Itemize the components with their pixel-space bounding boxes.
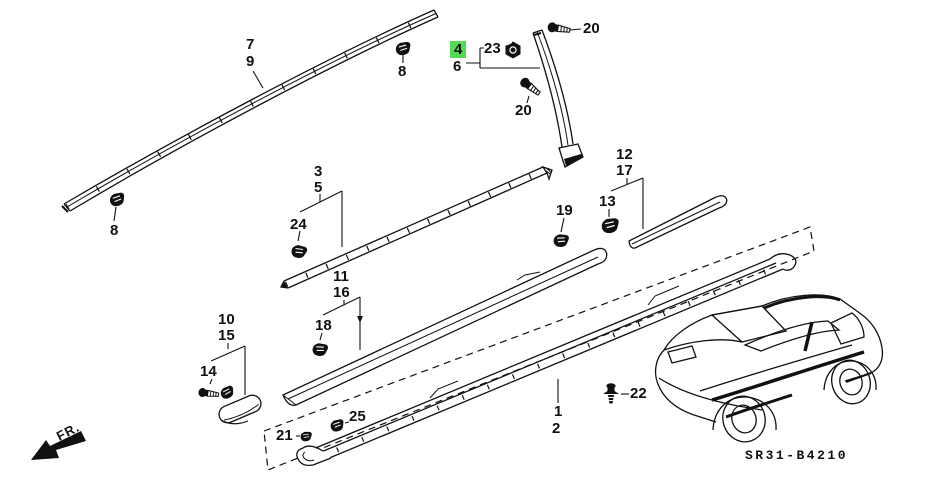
screw-14-icon[interactable] bbox=[197, 384, 237, 401]
part-label-2[interactable]: 2 bbox=[552, 420, 561, 437]
sill-garnish-drawing[interactable] bbox=[296, 253, 797, 467]
part-label-13[interactable]: 13 bbox=[599, 193, 616, 210]
part-label-23[interactable]: 23 bbox=[484, 40, 501, 57]
part-label-17[interactable]: 17 bbox=[616, 162, 633, 179]
part-label-24[interactable]: 24 bbox=[290, 216, 307, 233]
part-label-4-highlighted[interactable]: 4 bbox=[450, 41, 467, 58]
part-label-14[interactable]: 14 bbox=[200, 363, 217, 380]
part-label-9[interactable]: 9 bbox=[246, 53, 255, 70]
part-label-18[interactable]: 18 bbox=[315, 317, 332, 334]
part-label-12[interactable]: 12 bbox=[616, 146, 633, 163]
nut-23-icon[interactable] bbox=[505, 41, 521, 59]
part-label-8-top[interactable]: 8 bbox=[398, 63, 407, 80]
clip-8-top-icon[interactable] bbox=[394, 40, 413, 63]
part-label-10[interactable]: 10 bbox=[218, 311, 235, 328]
part-label-20-top[interactable]: 20 bbox=[583, 20, 600, 37]
part-label-7[interactable]: 7 bbox=[246, 36, 255, 53]
part-label-15[interactable]: 15 bbox=[218, 327, 235, 344]
part-label-1[interactable]: 1 bbox=[554, 403, 563, 420]
bracket-4-6 bbox=[466, 47, 540, 69]
clip-8-left-icon[interactable] bbox=[108, 191, 127, 222]
part-label-3[interactable]: 3 bbox=[314, 163, 323, 180]
part-label-6[interactable]: 6 bbox=[453, 58, 462, 75]
pillar-molding-drawing[interactable] bbox=[532, 29, 584, 168]
clip-13-icon[interactable] bbox=[600, 209, 621, 235]
clip-18-icon[interactable] bbox=[311, 341, 330, 358]
sill-kit-box bbox=[263, 226, 815, 471]
part-label-22[interactable]: 22 bbox=[630, 385, 647, 402]
protector-molding-drawing[interactable] bbox=[282, 247, 608, 406]
clip-19-icon[interactable] bbox=[552, 217, 570, 249]
diagram-code: SR31-B4210 bbox=[745, 448, 849, 463]
roof-molding-drawing bbox=[61, 9, 439, 213]
leader-7-9 bbox=[252, 70, 264, 89]
clip-24-icon[interactable] bbox=[289, 243, 309, 261]
screw-20-top-icon[interactable] bbox=[546, 21, 582, 36]
part-label-16[interactable]: 16 bbox=[333, 284, 350, 301]
part-label-25[interactable]: 25 bbox=[349, 408, 366, 425]
door-molding-drawing[interactable] bbox=[628, 195, 728, 249]
clip-21-icon[interactable] bbox=[296, 431, 313, 442]
part-label-19[interactable]: 19 bbox=[556, 202, 573, 219]
fr-direction-arrow-icon bbox=[31, 431, 86, 460]
bracket-11-16 bbox=[319, 296, 363, 350]
part-label-11[interactable]: 11 bbox=[333, 268, 349, 285]
car-sketch bbox=[654, 294, 884, 443]
part-label-8-left[interactable]: 8 bbox=[110, 222, 119, 239]
belt-molding-drawing[interactable] bbox=[280, 165, 553, 289]
bracket-10-15 bbox=[209, 343, 246, 395]
screw-20-mid-icon[interactable] bbox=[517, 75, 543, 104]
clip-25-icon[interactable] bbox=[329, 418, 350, 434]
part-label-20-mid[interactable]: 20 bbox=[515, 102, 532, 119]
bracket-3-5 bbox=[297, 190, 343, 247]
screw-22-icon[interactable] bbox=[603, 383, 629, 404]
part-label-5[interactable]: 5 bbox=[314, 179, 323, 196]
part-label-21[interactable]: 21 bbox=[276, 427, 293, 444]
end-cap-drawing[interactable] bbox=[216, 393, 263, 426]
bracket-12-17 bbox=[610, 177, 644, 229]
